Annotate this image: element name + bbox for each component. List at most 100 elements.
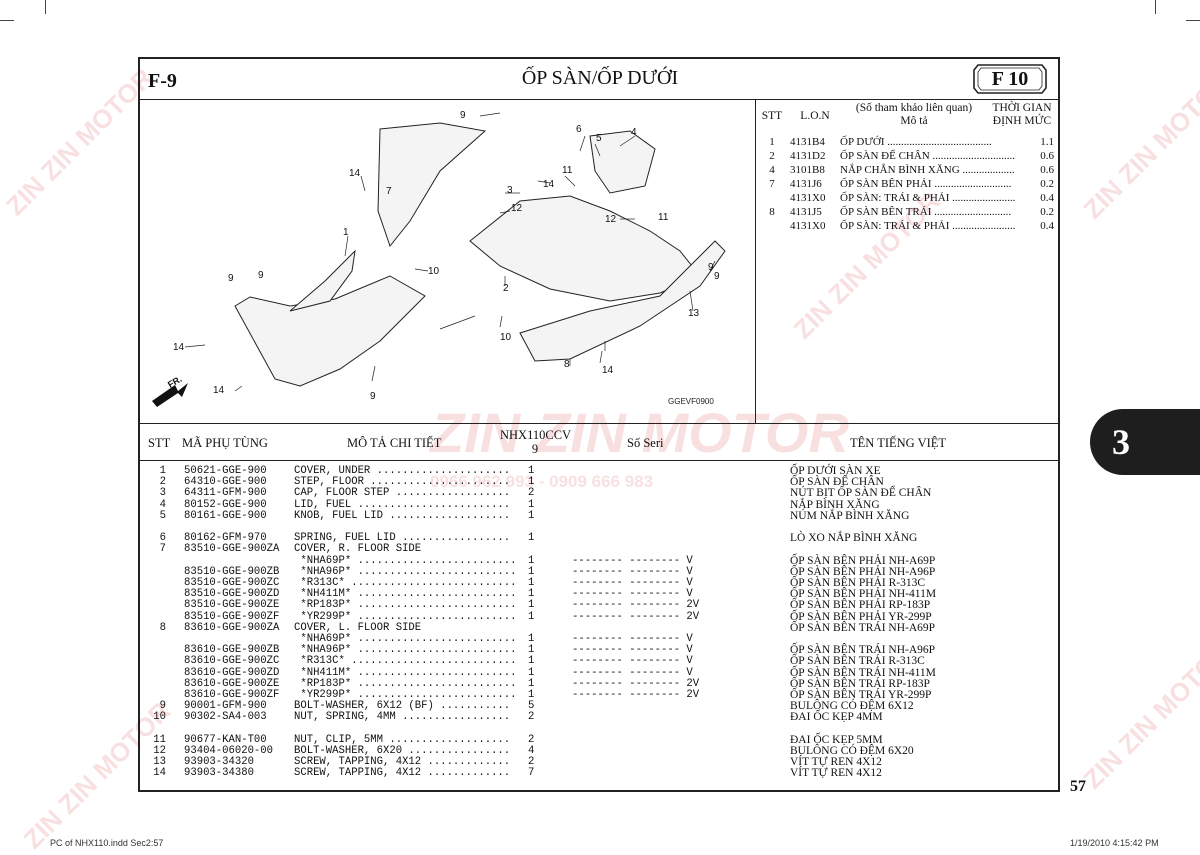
parts-cell-desc: COVER, UNDER ..................... bbox=[294, 465, 511, 477]
callout: 12 bbox=[605, 214, 617, 225]
parts-cell-stt: 7 bbox=[159, 543, 166, 556]
callout: 12 bbox=[511, 203, 523, 214]
ref-cell-lon: 4131J5 bbox=[790, 206, 822, 218]
parts-cell-qty: 2 bbox=[528, 711, 535, 724]
callout: 8 bbox=[564, 359, 570, 370]
parts-header-model-top: NHX110CCV bbox=[500, 428, 572, 442]
callout: 4 bbox=[631, 127, 637, 138]
parts-cell-part: 64311-GFM-900 bbox=[184, 487, 267, 500]
parts-cell-part: 93903-34320 bbox=[184, 756, 254, 769]
exploded-parts-diagram: 9 6 5 4 14 7 11 3 14 12 12 11 1 10 9 9 9… bbox=[140, 101, 754, 422]
section-tab: 3 bbox=[1090, 409, 1200, 475]
callout: 1 bbox=[343, 227, 349, 238]
parts-cell-vn: ỐP SÀN BÊN TRÁI NH-A69P bbox=[790, 621, 936, 634]
parts-cell-vn: ỐP SÀN ĐỂ CHÂN bbox=[790, 476, 884, 489]
parts-cell-qty: 1 bbox=[528, 565, 535, 578]
parts-cell-qty: 1 bbox=[528, 633, 535, 645]
ref-header-time-bottom: ĐỊNH MỨC bbox=[992, 115, 1052, 127]
parts-cell-ser: -------- -------- 2V bbox=[572, 677, 700, 690]
crop-mark bbox=[0, 20, 14, 21]
parts-cell-stt: 13 bbox=[153, 756, 166, 769]
ref-cell-lon: 4131X0 bbox=[790, 220, 826, 232]
part-under-cover bbox=[234, 275, 426, 387]
parts-cell-qty: 2 bbox=[528, 756, 535, 769]
divider bbox=[138, 460, 1060, 461]
parts-cell-desc: NUT, CLIP, 5MM ................... bbox=[294, 733, 511, 746]
parts-cell-desc: SCREW, TAPPING, 4X12 ............. bbox=[294, 767, 511, 780]
parts-cell-vn: LÒ XO NẮP BÌNH XĂNG bbox=[790, 532, 918, 545]
parts-row bbox=[140, 522, 1058, 533]
parts-row: 83610-GGE-900ZE *RP183P* ...............… bbox=[140, 677, 1058, 690]
parts-cell-part: 83610-GGE-900ZC bbox=[184, 655, 280, 668]
parts-cell-vn: ĐAI ỐC KẸP 4MM bbox=[790, 711, 883, 724]
ref-header-desc: (Số tham khảo liên quan) Mô tả bbox=[840, 102, 988, 130]
parts-cell-stt: 4 bbox=[159, 498, 166, 511]
parts-cell-qty: 1 bbox=[528, 554, 535, 567]
parts-cell-part: 90302-SA4-003 bbox=[184, 711, 267, 724]
parts-cell-vn: ỐP DƯỚI SÀN XE bbox=[790, 465, 881, 477]
parts-cell-desc: *RP183P* ......................... bbox=[294, 599, 517, 612]
parts-cell-ser: -------- -------- V bbox=[572, 588, 693, 601]
parts-cell-stt: 8 bbox=[159, 621, 166, 634]
ref-cell-stt: 7 bbox=[769, 178, 775, 190]
parts-cell-vn: ỐP SÀN BÊN TRÁI R-313C bbox=[790, 655, 925, 668]
parts-cell-stt: 5 bbox=[159, 509, 166, 522]
parts-cell-desc: *NHA96P* ......................... bbox=[294, 644, 517, 657]
parts-cell-qty: 1 bbox=[528, 677, 535, 690]
part-right-floor-cover bbox=[377, 122, 487, 248]
parts-cell-desc: *NH411M* ......................... bbox=[294, 666, 517, 679]
ref-header-time-top: THỜI GIAN bbox=[992, 102, 1052, 114]
callout: 9 bbox=[228, 273, 234, 284]
parts-cell-part: 90001-GFM-900 bbox=[184, 700, 267, 713]
ref-cell-desc: ỐP SÀN BÊN TRÁI ........................… bbox=[840, 206, 1012, 218]
ref-header-stt: STT bbox=[761, 110, 783, 122]
divider bbox=[755, 100, 756, 423]
parts-cell-part: 83610-GGE-900ZF bbox=[184, 689, 280, 701]
parts-cell-vn: BULÔNG CÓ ĐỆM 6X20 bbox=[790, 745, 914, 757]
parts-header-desc: MÔ TẢ CHI TIẾT bbox=[347, 436, 442, 450]
parts-cell-part: 83510-GGE-900ZC bbox=[184, 577, 280, 589]
parts-cell-ser: -------- -------- V bbox=[572, 554, 693, 567]
parts-cell-qty: 1 bbox=[528, 476, 535, 489]
parts-cell-ser: -------- -------- 2V bbox=[572, 689, 700, 701]
parts-cell-part: 80162-GFM-970 bbox=[184, 532, 267, 545]
parts-header-model-bottom: 9 bbox=[531, 442, 539, 456]
parts-cell-desc: *NHA96P* ......................... bbox=[294, 565, 517, 578]
part-under-cover-arm bbox=[289, 249, 356, 312]
callout: 14 bbox=[349, 168, 361, 179]
parts-cell-part: 80161-GGE-900 bbox=[184, 509, 267, 522]
ref-cell-time: 0.2 bbox=[1040, 178, 1054, 190]
ref-cell-time: 0.4 bbox=[1040, 220, 1054, 232]
section-box: F 10 bbox=[972, 64, 1048, 94]
parts-row: *NHA69P* .........................1-----… bbox=[140, 554, 1058, 567]
ref-cell-lon: 4131B4 bbox=[790, 136, 825, 148]
parts-cell-vn: VÍT TỰ REN 4X12 bbox=[790, 756, 882, 769]
parts-cell-ser: -------- -------- V bbox=[572, 577, 693, 589]
parts-cell-stt: 3 bbox=[159, 487, 166, 500]
parts-cell-qty: 1 bbox=[528, 588, 535, 601]
parts-row: 83610-GGE-900ZC *R313C* ................… bbox=[140, 655, 1058, 668]
parts-row: 83610-GGE-900ZD *NH411M* ...............… bbox=[140, 666, 1058, 679]
callout: 9 bbox=[714, 271, 720, 282]
parts-cell-desc: *YR299P* ......................... bbox=[294, 689, 517, 701]
page-title: ỐP SÀN/ỐP DƯỚI bbox=[521, 67, 679, 89]
parts-cell-ser: -------- -------- 2V bbox=[572, 599, 700, 612]
parts-cell-desc: COVER, L. FLOOR SIDE bbox=[294, 621, 422, 634]
watermark: ZIN ZIN MOTOR bbox=[1077, 635, 1200, 795]
parts-cell-vn: ỐP SÀN BÊN PHẢI R-313C bbox=[790, 577, 926, 589]
parts-cell-vn: ỐP SÀN BÊN TRÁI RP-183P bbox=[790, 677, 930, 690]
parts-cell-vn: ỐP SÀN BÊN TRÁI YR-299P bbox=[790, 689, 932, 701]
divider bbox=[138, 99, 1060, 100]
parts-cell-desc: NUT, SPRING, 4MM ................. bbox=[294, 711, 511, 724]
callout: 14 bbox=[213, 385, 225, 396]
parts-cell-ser: -------- -------- 2V bbox=[572, 610, 700, 623]
parts-row: 83510-GGE-900ZB *NHA96P* ...............… bbox=[140, 565, 1058, 578]
